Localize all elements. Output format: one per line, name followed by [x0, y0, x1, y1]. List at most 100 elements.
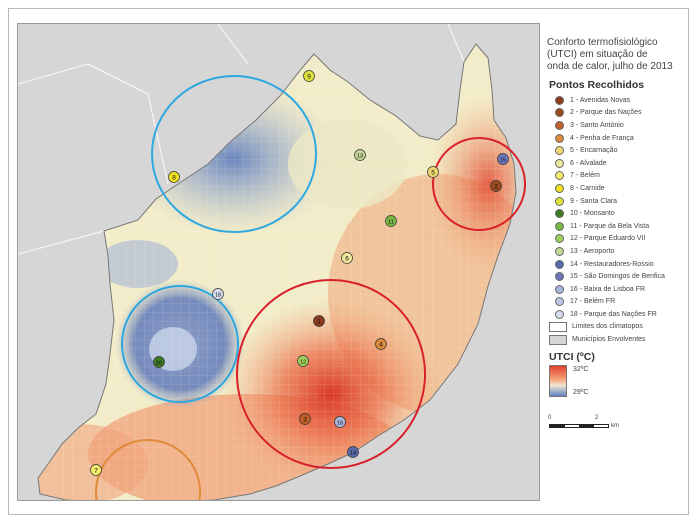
map-point-marker	[375, 338, 387, 350]
scale-two: 2	[595, 414, 599, 421]
legend-point-label: 3 - Santo António	[570, 121, 624, 129]
map-point-marker	[347, 446, 359, 458]
map-point-8: 8	[168, 171, 180, 183]
map-point-3: 3	[299, 413, 311, 425]
map-point-4: 4	[375, 338, 387, 350]
map-point-marker	[299, 413, 311, 425]
map-legend: Conforto termofisiológico(UTCI) em situa…	[547, 37, 697, 439]
orange-circle-belem	[95, 439, 201, 500]
legend-point-label: 12 - Parque Eduardo VII	[570, 235, 646, 243]
legend-point-item: 18 - Parque das Nações FR	[547, 308, 697, 321]
map-point-marker	[303, 70, 315, 82]
map-point-13: 13	[354, 149, 366, 161]
map-point-16: 16	[334, 416, 346, 428]
map-point-marker	[212, 288, 224, 300]
legend-point-item: 6 - Alvalade	[547, 157, 697, 170]
legend-point-dot	[555, 120, 564, 130]
legend-point-item: 8 - Carnide	[547, 182, 697, 195]
map-point-label: 1	[317, 318, 321, 325]
legend-point-dot	[555, 196, 564, 206]
legend-point-item: 13 - Aeroporto	[547, 245, 697, 258]
map-point-11: 11	[385, 215, 397, 227]
legend-point-dot	[555, 309, 564, 319]
municipalities-label: Municípios Envolventes	[572, 336, 646, 344]
legend-point-item: 4 - Penha de França	[547, 132, 697, 145]
map-point-5: 5	[427, 166, 439, 178]
map-point-label: 2	[494, 183, 498, 190]
map-point-label: 12	[300, 359, 306, 365]
legend-point-label: 18 - Parque das Nações FR	[570, 310, 657, 318]
municipality-borders	[18, 24, 465, 255]
map-point-marker	[427, 166, 439, 178]
legend-title-line: Conforto termofisiológico	[547, 37, 658, 48]
map-point-label: 18	[215, 292, 221, 298]
map-point-6: 6	[341, 252, 353, 264]
legend-item-limits: Limites dos climatopos	[547, 321, 697, 334]
legend-point-item: 11 - Parque da Bela Vista	[547, 220, 697, 233]
map-point-label: 5	[431, 169, 435, 176]
map-point-label: 15	[500, 157, 506, 163]
utci-gradient	[549, 364, 567, 397]
limits-label: Limites dos climatopos	[572, 323, 643, 331]
map-point-label: 13	[357, 153, 363, 159]
map-point-15: 15	[497, 153, 509, 165]
legend-title-line: onda de calor, julho de 2013	[547, 61, 673, 72]
legend-point-dot	[555, 171, 564, 181]
legend-point-label: 9 - Santa Clara	[570, 197, 618, 205]
map-point-label: 7	[94, 467, 98, 474]
sample-points: 123456789101112131415161718	[90, 70, 509, 476]
legend-point-dot	[555, 146, 564, 156]
legend-point-item: 15 - São Domingos de Benfica	[547, 270, 697, 283]
legend-point-label: 7 - Belém	[570, 172, 600, 180]
map-point-marker	[90, 464, 102, 476]
map-point-label: 3	[303, 416, 307, 423]
legend-point-label: 6 - Alvalade	[570, 159, 607, 167]
legend-point-item: 7 - Belém	[547, 170, 697, 183]
legend-point-dot	[555, 108, 564, 118]
legend-point-dot	[555, 284, 564, 294]
legend-point-dot	[555, 259, 564, 269]
legend-point-label: 11 - Parque da Bela Vista	[570, 222, 650, 230]
map-point-marker	[497, 153, 509, 165]
legend-point-item: 9 - Santa Clara	[547, 195, 697, 208]
blue-circle-north	[151, 75, 317, 233]
utci-map: 123456789101112131415161718	[17, 23, 540, 501]
map-point-marker	[490, 180, 502, 192]
blue-circle-monsanto	[121, 285, 239, 403]
legend-point-dot	[555, 158, 564, 168]
legend-point-dot	[555, 246, 564, 256]
legend-point-label: 13 - Aeroporto	[570, 247, 615, 255]
map-point-label: 8	[172, 174, 176, 181]
scale-unit: km	[611, 422, 619, 429]
map-point-marker	[313, 315, 325, 327]
legend-item-municipalities: Municípios Envolventes	[547, 333, 697, 346]
map-point-label: 10	[156, 360, 162, 366]
map-point-marker	[385, 215, 397, 227]
legend-title-line: (UTCI) em situação de	[547, 49, 648, 60]
legend-point-dot	[555, 221, 564, 231]
limits-swatch	[549, 321, 567, 332]
legend-point-item: 10 - Monsanto	[547, 207, 697, 220]
utci-min-label: 29ºC	[573, 388, 589, 396]
legend-point-item: 1 - Avenidas Novas	[547, 94, 697, 107]
legend-point-label: 17 - Belém FR	[570, 298, 616, 306]
figure-frame: 123456789101112131415161718 Conforto ter…	[8, 8, 689, 515]
map-point-7: 7	[90, 464, 102, 476]
legend-point-dot	[555, 209, 564, 219]
legend-point-label: 10 - Monsanto	[570, 210, 615, 218]
highlight-circles	[95, 75, 526, 500]
map-canvas: 123456789101112131415161718	[18, 24, 539, 500]
legend-point-dot	[555, 272, 564, 282]
map-point-marker	[297, 355, 309, 367]
map-point-12: 12	[297, 355, 309, 367]
map-point-2: 2	[490, 180, 502, 192]
legend-point-dot	[555, 95, 564, 105]
utci-max-label: 32ºC	[573, 365, 589, 373]
red-circle-east	[432, 137, 526, 231]
map-point-label: 6	[345, 255, 349, 262]
map-point-label: 11	[388, 219, 394, 225]
map-point-label: 14	[350, 450, 356, 456]
legend-point-dot	[555, 133, 564, 143]
legend-point-label: 15 - São Domingos de Benfica	[570, 273, 665, 281]
legend-point-dot	[555, 297, 564, 307]
